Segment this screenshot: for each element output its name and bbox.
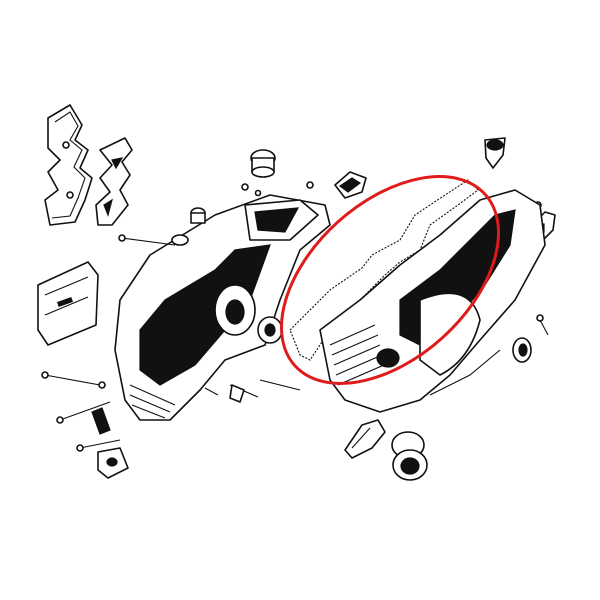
bar-plate bbox=[37, 261, 99, 346]
small-parts bbox=[91, 137, 556, 481]
crankcase-left-half bbox=[114, 194, 331, 421]
chain-guard-plate-left bbox=[44, 104, 93, 226]
highlight-ellipse bbox=[279, 175, 501, 385]
chain-guard-plate-right bbox=[95, 137, 133, 226]
screws bbox=[41, 181, 549, 452]
crankcase-right-half bbox=[319, 189, 546, 413]
